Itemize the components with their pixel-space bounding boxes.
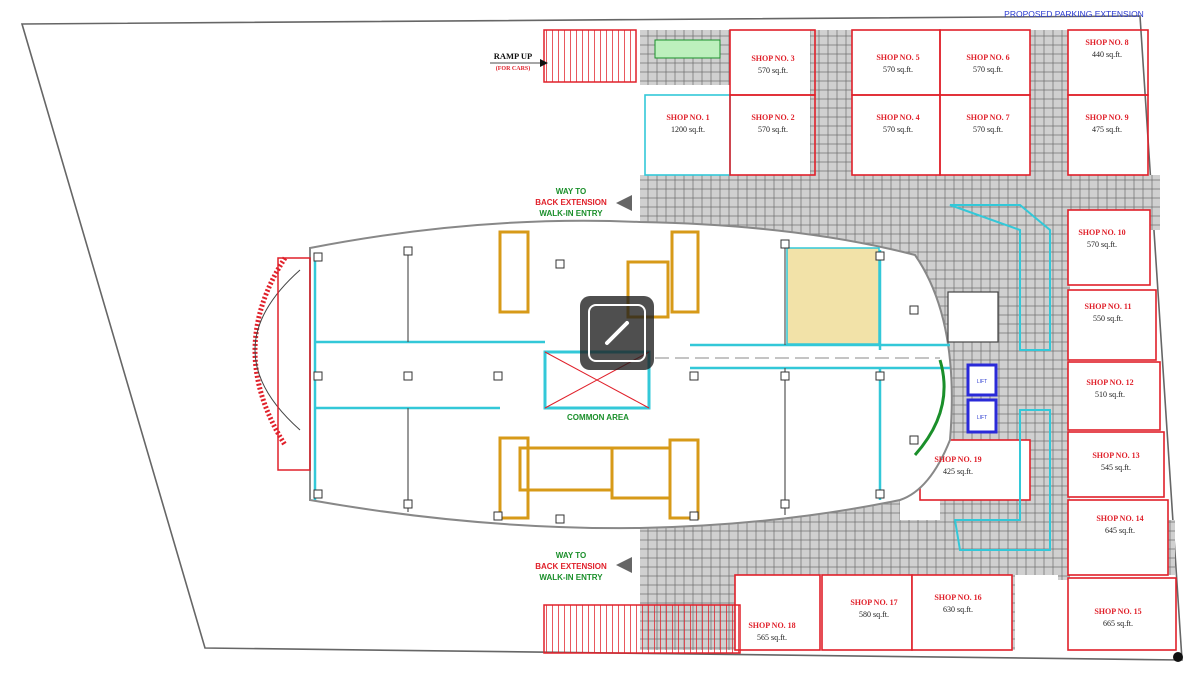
lift-2 bbox=[966, 398, 998, 434]
shop-7-name: SHOP NO. 7 bbox=[966, 113, 1009, 122]
way-top-arrow-icon bbox=[616, 195, 632, 211]
column-markers bbox=[313, 239, 919, 524]
highlighted-unit bbox=[786, 247, 880, 345]
shop-9-name: SHOP NO. 9 bbox=[1085, 113, 1128, 122]
stair-core-right bbox=[947, 291, 999, 343]
way-top-line1: WAY TO bbox=[556, 187, 587, 196]
entrance-arc-outer bbox=[254, 269, 301, 431]
entrance-left-wall bbox=[277, 257, 311, 471]
shop-2-name: SHOP NO. 2 bbox=[751, 113, 794, 122]
shop-18-area: 565 sq.ft. bbox=[757, 633, 787, 642]
shop-3-name: SHOP NO. 3 bbox=[751, 54, 794, 63]
way-bottom-line3: WALK-IN ENTRY bbox=[539, 573, 603, 582]
way-bottom-line2: BACK EXTENSION bbox=[535, 562, 607, 571]
shop-2-area: 570 sq.ft. bbox=[758, 125, 788, 134]
ramp-title: RAMP UP bbox=[494, 51, 532, 61]
way-top-line3: WALK-IN ENTRY bbox=[539, 209, 603, 218]
shop-5-name: SHOP NO. 5 bbox=[876, 53, 919, 62]
shop-8-area: 440 sq.ft. bbox=[1092, 50, 1122, 59]
shop-15-area: 665 sq.ft. bbox=[1103, 619, 1133, 628]
bottom-shop-walls bbox=[734, 574, 1013, 651]
shop-12-area: 510 sq.ft. bbox=[1095, 390, 1125, 399]
survey-point-icon bbox=[1173, 652, 1183, 662]
shop-14-area: 645 sq.ft. bbox=[1105, 526, 1135, 535]
shop-10-name: SHOP NO. 10 bbox=[1078, 228, 1125, 237]
way-bottom-arrow-icon bbox=[616, 557, 632, 573]
shop-4-area: 570 sq.ft. bbox=[883, 125, 913, 134]
shop-13-name: SHOP NO. 13 bbox=[1092, 451, 1139, 460]
shop-19-name: SHOP NO. 19 bbox=[934, 455, 981, 464]
way-top-line2: BACK EXTENSION bbox=[535, 198, 607, 207]
shop-10-area: 570 sq.ft. bbox=[1087, 240, 1117, 249]
ramp-subtitle: (FOR CARS) bbox=[496, 65, 531, 72]
lift-2-label: LIFT bbox=[977, 415, 987, 421]
shop-19-area: 425 sq.ft. bbox=[943, 467, 973, 476]
shop-16-name: SHOP NO. 16 bbox=[934, 593, 981, 602]
common-area-label: COMMON AREA bbox=[567, 413, 629, 422]
green-curved-wall bbox=[913, 359, 946, 456]
shop-4-name: SHOP NO. 4 bbox=[876, 113, 919, 122]
shop-1-name: SHOP NO. 1 bbox=[666, 113, 709, 122]
shop-3-area: 570 sq.ft. bbox=[758, 66, 788, 75]
proposed-parking-extension-label: PROPOSED PARKING EXTENSION bbox=[1004, 9, 1144, 19]
shop-17-name: SHOP NO. 17 bbox=[850, 598, 897, 607]
shop-9-area: 475 sq.ft. bbox=[1092, 125, 1122, 134]
shop-14-name: SHOP NO. 14 bbox=[1096, 514, 1143, 523]
shop-16-area: 630 sq.ft. bbox=[943, 605, 973, 614]
shop-12-name: SHOP NO. 12 bbox=[1086, 378, 1133, 387]
shop-18-name: SHOP NO. 18 bbox=[748, 621, 795, 630]
shop-11-area: 550 sq.ft. bbox=[1093, 314, 1123, 323]
entrance-arc bbox=[252, 256, 288, 447]
shop-5-area: 570 sq.ft. bbox=[883, 65, 913, 74]
partition-walls bbox=[407, 240, 786, 515]
lift-1-label: LIFT bbox=[977, 379, 987, 385]
right-cyan-rooms bbox=[949, 204, 1051, 551]
ramp-top bbox=[543, 29, 637, 83]
shop-8-name: SHOP NO. 8 bbox=[1085, 38, 1128, 47]
edit-button[interactable] bbox=[580, 296, 654, 370]
pencil-icon bbox=[588, 304, 646, 362]
lift-1 bbox=[966, 363, 998, 397]
service-cores bbox=[498, 230, 700, 520]
ramp-bottom bbox=[543, 604, 741, 654]
shop-6-area: 570 sq.ft. bbox=[973, 65, 1003, 74]
top-shop-walls bbox=[644, 29, 1149, 176]
shop-7-area: 570 sq.ft. bbox=[973, 125, 1003, 134]
shop-6-name: SHOP NO. 6 bbox=[966, 53, 1009, 62]
shop-11-name: SHOP NO. 11 bbox=[1085, 302, 1132, 311]
shop-17-area: 580 sq.ft. bbox=[859, 610, 889, 619]
staircase-top bbox=[654, 39, 721, 59]
way-bottom-line1: WAY TO bbox=[556, 551, 587, 560]
shop-1-area: 1200 sq.ft. bbox=[671, 125, 705, 134]
shop-13-area: 545 sq.ft. bbox=[1101, 463, 1131, 472]
shop-15-name: SHOP NO. 15 bbox=[1094, 607, 1141, 616]
